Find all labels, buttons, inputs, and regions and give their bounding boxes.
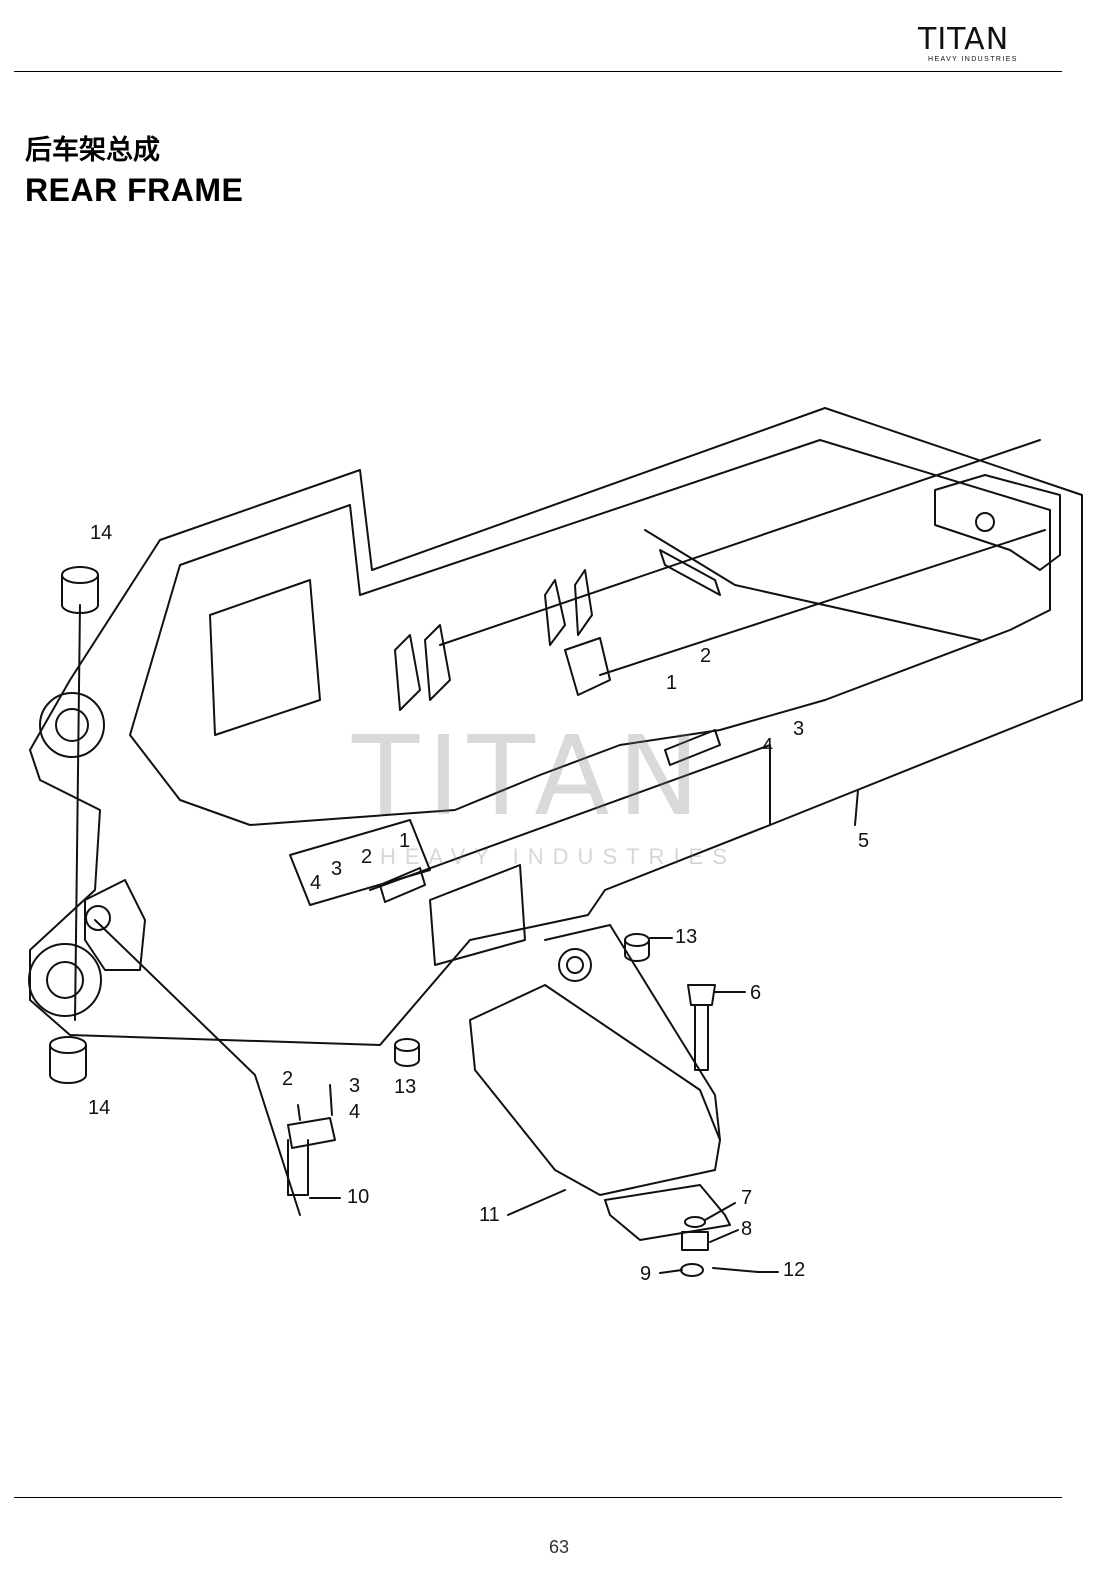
frame-inner-outline [129, 439, 1051, 826]
frame-left-window [209, 579, 321, 736]
callout-13-right: 13 [675, 926, 698, 948]
page-title-english: REAR FRAME [25, 172, 244, 208]
bolt-6-shank [694, 1004, 709, 1071]
pin-10-plate [287, 1117, 336, 1149]
leader-8 [709, 1229, 739, 1243]
frame-upright-4 [574, 569, 593, 636]
pin-1-mid [379, 867, 426, 903]
rear-block-hole [975, 512, 995, 532]
frame-top-rail [439, 439, 1041, 646]
lower-pivot-eye-outer [28, 943, 102, 1017]
frame-cross-member-2 [659, 549, 721, 596]
grease-fitting-2 [297, 1104, 301, 1121]
bushing-13-right-rim [624, 933, 650, 947]
callout-3-mid: 3 [331, 858, 343, 880]
callout-4-mid: 4 [310, 872, 322, 894]
frame-side-panel [289, 819, 431, 906]
footer-rule [14, 1497, 1062, 1498]
rear-frame-exploded-drawing [28, 407, 1083, 1277]
callout-8: 8 [741, 1218, 753, 1240]
upper-pivot-eye-inner [55, 708, 89, 742]
callout-9: 9 [640, 1263, 652, 1285]
callout-4-upper: 4 [762, 735, 774, 757]
pin-1-upper [664, 729, 721, 766]
callout-6: 6 [750, 982, 762, 1004]
lower-pivot-eye-inner [46, 961, 84, 999]
leader-9 [659, 1269, 683, 1274]
leader-7 [704, 1202, 736, 1221]
callout-10: 10 [347, 1186, 370, 1208]
bushing-14-top-rim [61, 566, 99, 584]
leader-5 [854, 789, 859, 826]
hinge-arm-body [469, 984, 721, 1196]
callout-3-lower: 3 [349, 1075, 361, 1097]
callout-2-mid: 2 [361, 846, 373, 868]
upper-pivot-eye-outer [39, 692, 105, 758]
frame-upright-2 [424, 624, 451, 701]
callout-2-upper: 2 [700, 645, 712, 667]
callout-4-lower: 4 [349, 1101, 361, 1123]
leader-10-group [94, 919, 301, 1216]
washer-7 [684, 1216, 706, 1228]
bushing-13-left [394, 1044, 420, 1067]
callout-2-lower: 2 [282, 1068, 294, 1090]
page-title-chinese: 后车架总成 [25, 135, 160, 166]
bushing-13-right [624, 939, 650, 962]
hinge-arm-top [544, 924, 721, 1141]
frame-rear-block [934, 474, 1061, 571]
callout-13-left: 13 [394, 1076, 417, 1098]
pin-10-shank [287, 1139, 309, 1196]
frame-rail-2 [599, 529, 1046, 676]
bushing-14-bottom [49, 1044, 87, 1084]
bushing-13-left-rim [394, 1038, 420, 1052]
bolt-6-head [687, 984, 716, 1006]
callout-1-upper: 1 [666, 672, 678, 694]
frame-side-face [369, 744, 771, 891]
callout-12: 12 [783, 1259, 806, 1281]
frame-mount-block [564, 637, 611, 696]
callout-1-mid: 1 [399, 830, 411, 852]
washer-9 [680, 1263, 704, 1277]
leader-11 [507, 1189, 566, 1216]
hinge-arm-eye [558, 948, 592, 982]
callout-3-upper: 3 [793, 718, 805, 740]
frame-center-window [429, 864, 526, 966]
frame-cross-member [644, 529, 981, 641]
header-rule [14, 71, 1062, 72]
callout-7: 7 [741, 1187, 753, 1209]
logo-subtitle: HEAVY INDUSTRIES [928, 56, 1018, 63]
logo-word: TITAN [918, 22, 1010, 57]
frame-upright-1 [394, 634, 421, 711]
frame-outer-outline [29, 407, 1083, 1046]
brand-logo: TITAN HEAVY INDUSTRIES [918, 16, 1036, 68]
callout-14-bottom: 14 [88, 1097, 111, 1119]
pivot-bracket-eye [85, 905, 111, 931]
frame-upright-3 [544, 579, 566, 646]
nut-8 [681, 1231, 709, 1251]
hinge-arm-eye-inner [566, 956, 584, 974]
callout-5: 5 [858, 830, 870, 852]
cotter-pin-12 [712, 1267, 759, 1273]
bushing-14-bottom-rim [49, 1036, 87, 1054]
page-number: 63 [548, 1537, 570, 1557]
hinge-arm-plate [604, 1184, 731, 1241]
pivot-bracket [84, 879, 146, 971]
callout-11: 11 [479, 1204, 500, 1226]
leader-14-upper [74, 604, 81, 1021]
callout-14-top: 14 [90, 522, 113, 544]
bolt-3-lower [329, 1084, 333, 1116]
